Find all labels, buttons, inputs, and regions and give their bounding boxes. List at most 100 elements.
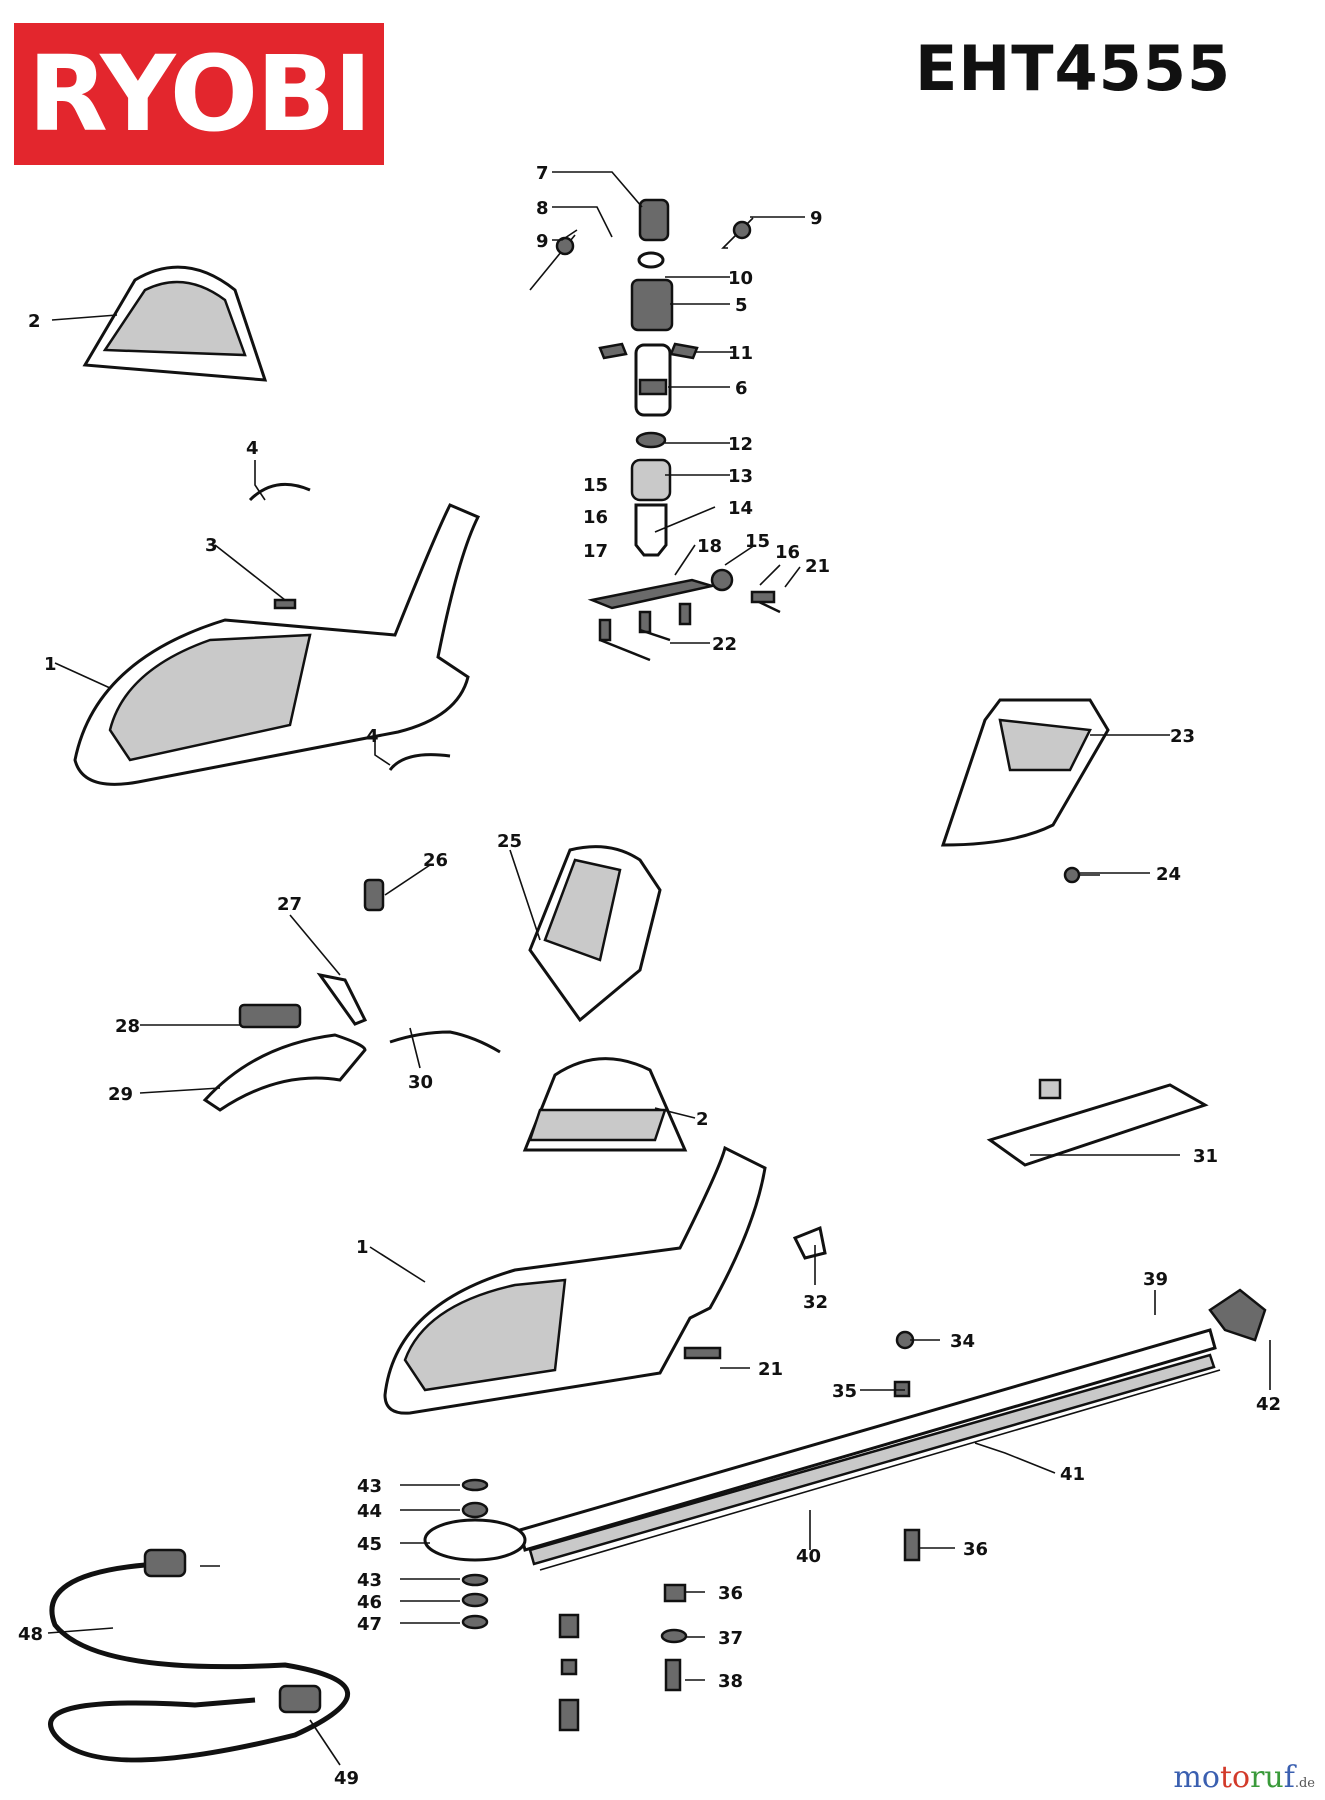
brush-holder-left [598,342,628,360]
blade-clip-part [1208,1288,1267,1342]
gear-plate-part [423,1518,527,1562]
callout-12: 12 [728,434,753,455]
handle-housing-lower [383,1145,767,1415]
brush-right [721,217,754,249]
callout-1-upper: 1 [44,654,57,675]
callout-49: 49 [334,1768,359,1789]
cable-clip-lower [388,753,451,771]
watermark-tld: .de [1294,1776,1315,1791]
gear-shaft-part [634,503,668,557]
callout-21-lower: 21 [758,1359,783,1380]
washer-stack [461,1478,489,1630]
callout-16-left: 16 [583,507,608,528]
guard-part [940,698,1110,847]
armature-part [630,278,674,332]
callout-13: 13 [728,466,753,487]
callout-29: 29 [108,1084,133,1105]
callout-40: 40 [796,1546,821,1567]
callout-46: 46 [357,1592,382,1613]
switch-part [238,1003,302,1029]
blade-drive-assembly [587,568,781,662]
callout-47: 47 [357,1614,382,1635]
front-handle-part [528,845,662,1023]
callout-37: 37 [718,1628,743,1649]
watermark-part-3: ru [1250,1760,1284,1795]
handle-housing-upper [73,503,481,786]
callout-15-right: 15 [745,531,770,552]
vent-cover-part-lower [522,1057,688,1152]
callout-23: 23 [1170,726,1195,747]
motor-cap-part [638,198,670,242]
callout-24: 24 [1156,864,1181,885]
callout-31: 31 [1193,1146,1218,1167]
bolt-stack [558,1528,921,1732]
callout-27: 27 [277,894,302,915]
callout-8: 8 [536,198,549,219]
callout-1-lower: 1 [356,1237,369,1258]
brush-holder-right [669,342,699,360]
callout-18: 18 [697,536,722,557]
callout-4-upper: 4 [246,438,259,459]
callout-labels: 7 8 9 9 10 5 11 6 12 13 15 16 17 14 18 1… [18,163,1281,1789]
screw-part-upper [273,598,297,610]
callout-2-upper: 2 [28,311,41,332]
callout-25: 25 [497,831,522,852]
leader-lines [47,171,1271,1766]
callout-34: 34 [950,1331,975,1352]
callout-11: 11 [728,343,753,364]
callout-4-lower: 4 [366,726,379,747]
callout-28: 28 [115,1016,140,1037]
callout-41: 41 [1060,1464,1085,1485]
watermark: motoruf.de [1173,1760,1315,1795]
front-handle-grip [202,1033,367,1112]
brand-logo-box [14,23,384,165]
callout-32: 32 [803,1292,828,1313]
callout-2-lower: 2 [696,1109,709,1130]
callout-9-right: 9 [810,208,823,229]
callout-5: 5 [735,295,748,316]
callout-6: 6 [735,378,748,399]
callout-7: 7 [536,163,549,184]
callout-43-lower: 43 [357,1570,382,1591]
model-number: EHT4555 [915,32,1232,105]
housing-screw-part [683,1346,722,1360]
callout-44: 44 [357,1501,382,1522]
callout-22: 22 [712,634,737,655]
callout-14: 14 [728,498,753,519]
switch-trigger-part [363,878,385,912]
power-cord [48,1548,350,1763]
gear-housing-part [630,458,672,502]
callout-43-upper: 43 [357,1476,382,1497]
blade-assembly [518,1328,1221,1571]
callout-30: 30 [408,1072,433,1093]
bearing-part [637,251,665,269]
callout-38: 38 [718,1671,743,1692]
callout-9-left: 9 [536,231,549,252]
callout-48: 48 [18,1624,43,1645]
callout-17: 17 [583,541,608,562]
watermark-part-2: to [1219,1760,1251,1795]
callout-15-left: 15 [583,475,608,496]
callout-36-left: 36 [718,1583,743,1604]
callout-21-upper: 21 [805,556,830,577]
cable-clip-upper [248,482,311,502]
blade-cover-part [986,1078,1209,1167]
callout-26: 26 [423,850,448,871]
callout-3: 3 [205,535,218,556]
callout-45: 45 [357,1534,382,1555]
callout-16-right: 16 [775,542,800,563]
callout-35: 35 [832,1381,857,1402]
brand-logo-text: RYOBI [27,33,372,155]
callout-42: 42 [1256,1394,1281,1415]
callout-39: 39 [1143,1269,1168,1290]
spacer-35 [893,1380,911,1398]
watermark-part-1: mo [1173,1760,1220,1795]
switch-lever-part [316,972,368,1026]
clip-part [792,1225,827,1260]
callout-10: 10 [728,268,753,289]
field-coil-part [634,343,672,417]
watermark-part-4: f [1283,1760,1295,1795]
callout-36-right: 36 [963,1539,988,1560]
